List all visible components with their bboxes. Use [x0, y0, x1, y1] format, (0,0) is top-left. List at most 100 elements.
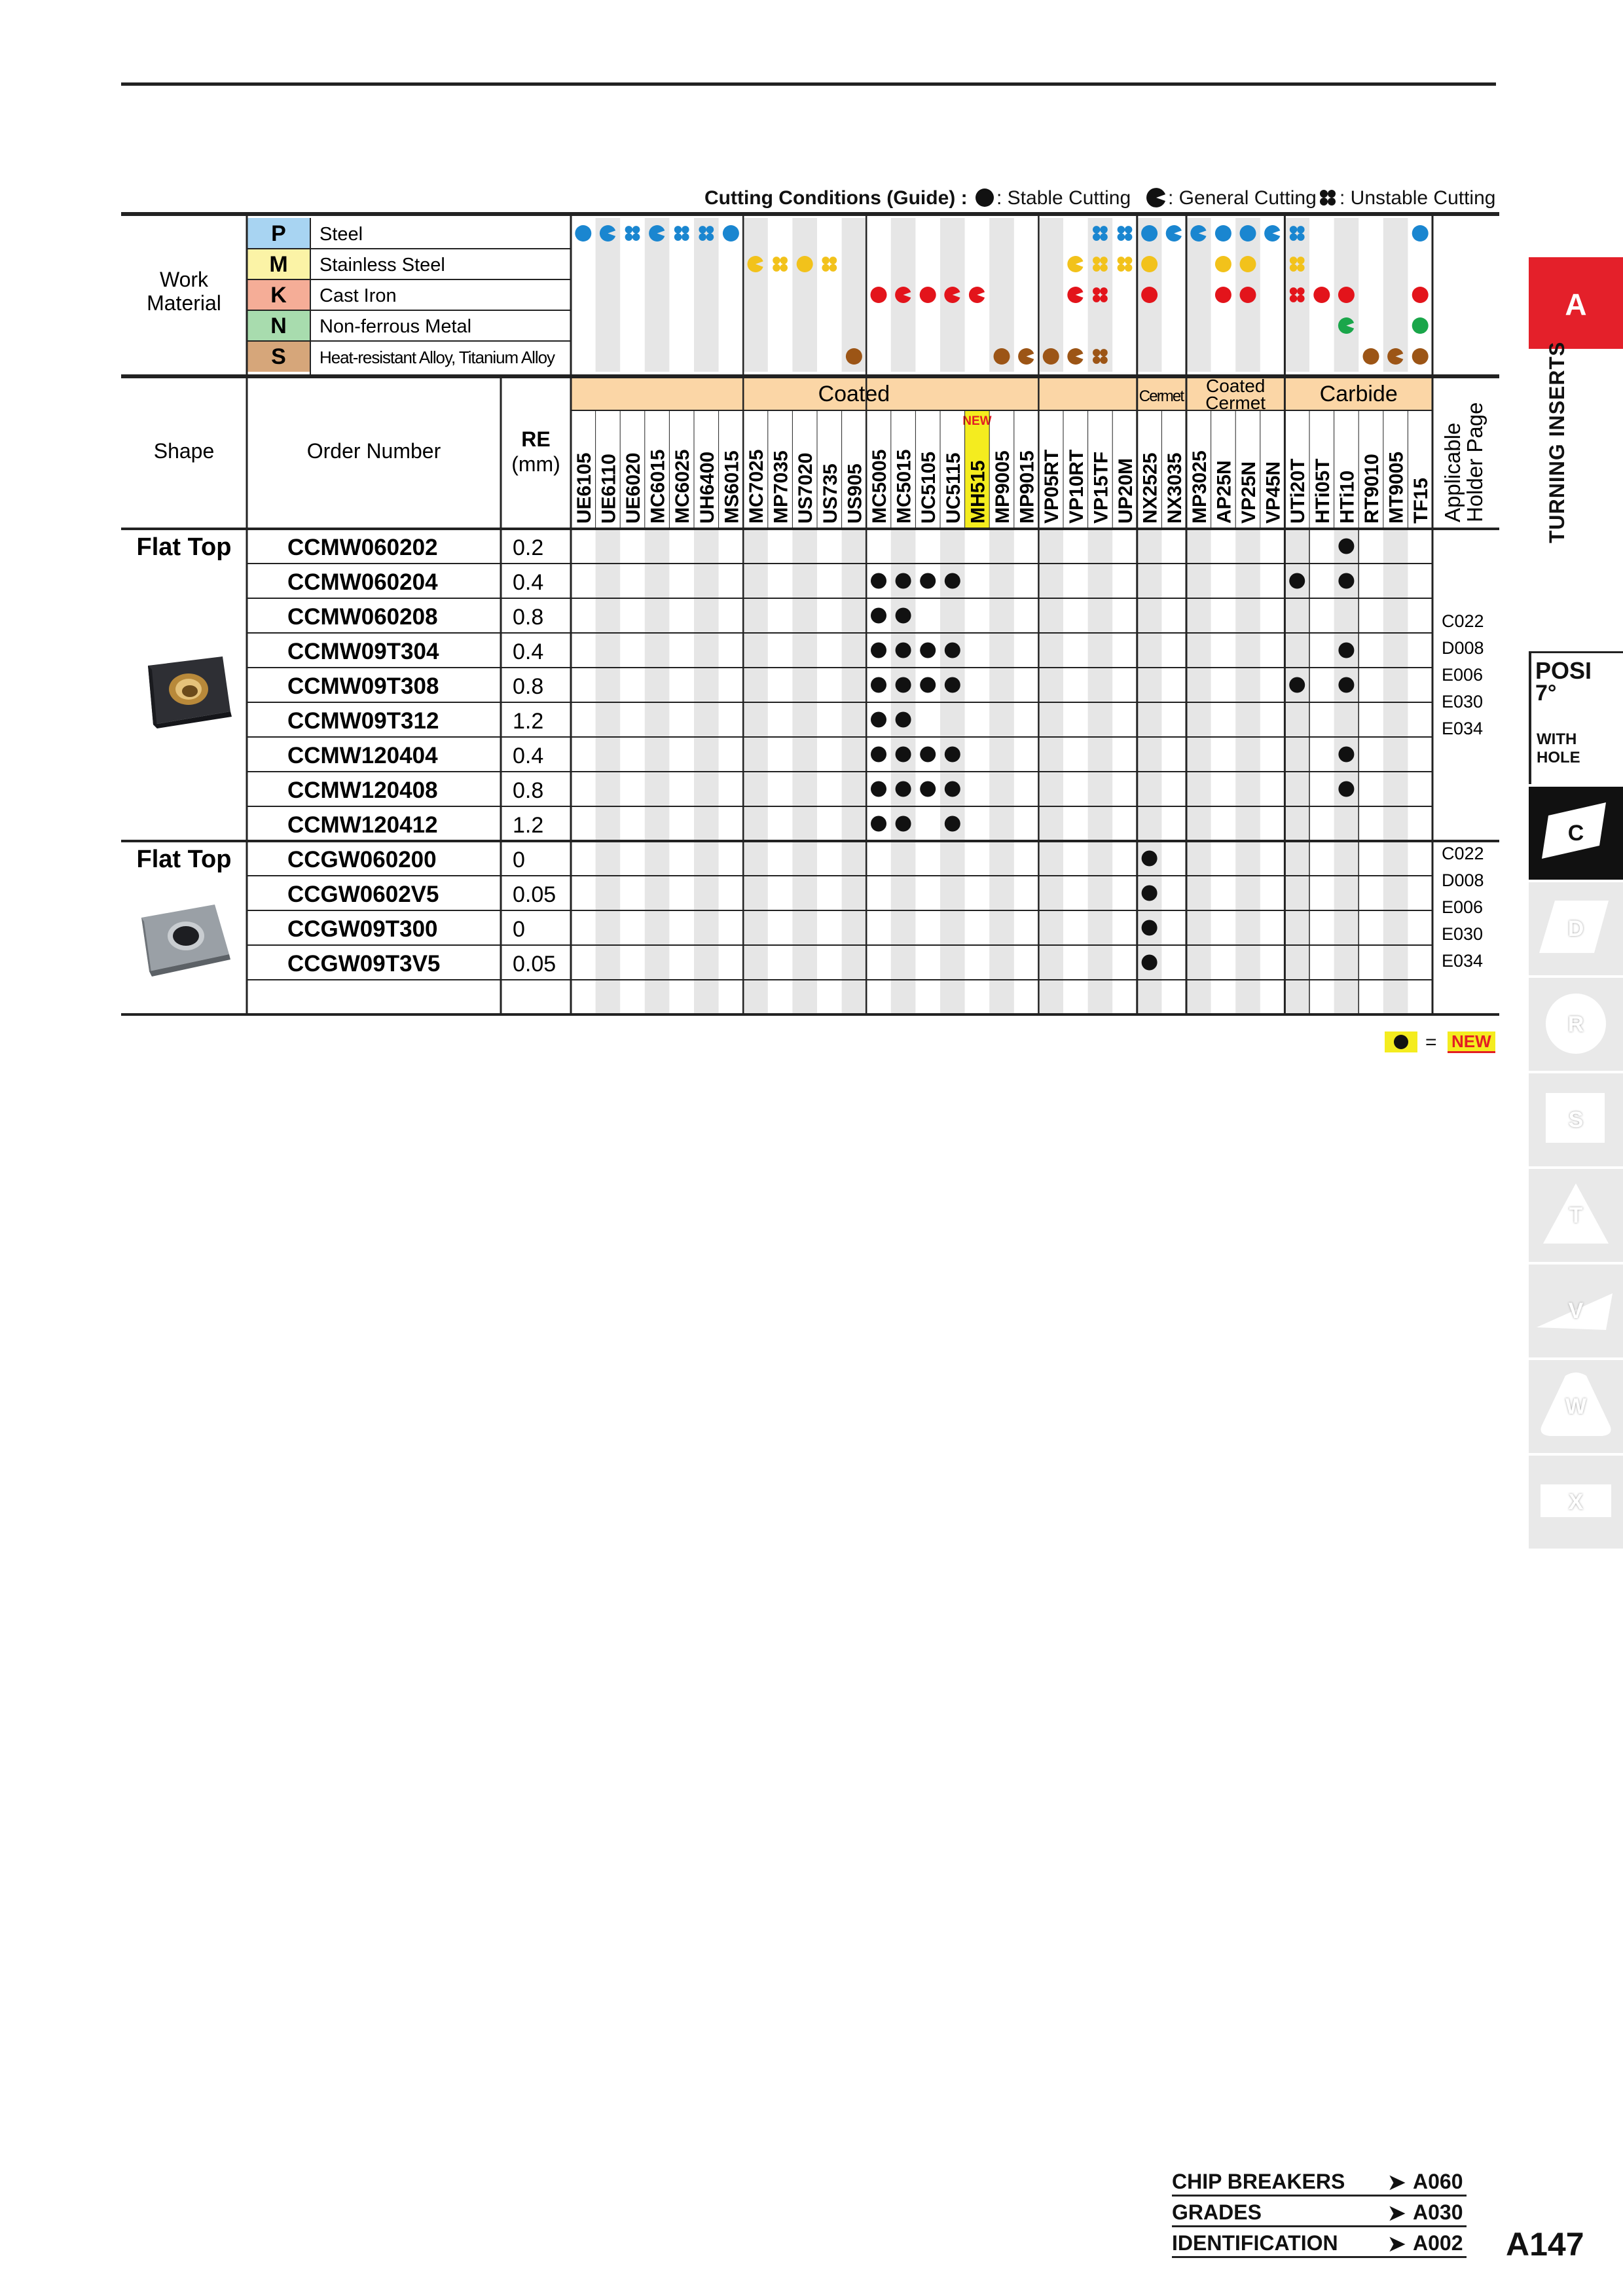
shape-tab-s[interactable]: S: [1529, 1073, 1623, 1169]
material-name: Steel: [319, 224, 363, 245]
unstable-mark: [699, 233, 706, 241]
shape-tab-w[interactable]: W: [1529, 1360, 1623, 1456]
stable-mark: [1141, 256, 1158, 272]
material-code-cell: [247, 249, 310, 279]
stable-mark: [1214, 287, 1231, 303]
shape-tab-v[interactable]: V: [1529, 1265, 1623, 1360]
stable-mark: [1313, 287, 1330, 303]
unstable-mark: [1289, 226, 1298, 234]
unstable-mark: [1117, 226, 1125, 234]
shape-tab-r[interactable]: R: [1529, 978, 1623, 1073]
stable-mark: [1239, 225, 1256, 242]
posi-label: POSI: [1535, 657, 1592, 684]
holder-page: E030: [1442, 692, 1483, 711]
grade-group-label: Carbide: [1320, 382, 1398, 406]
grade-name: MC7025: [746, 450, 767, 524]
section-tab-a[interactable]: A: [1529, 257, 1623, 351]
ref-chip-breakers[interactable]: CHIP BREAKERS ➤ A060: [1172, 2168, 1467, 2197]
shape-w-icon: [1541, 1372, 1611, 1436]
grade-availability-mark: [871, 746, 886, 762]
grade-availability-mark: [1289, 573, 1305, 589]
ref-identification[interactable]: IDENTIFICATION ➤ A002: [1172, 2230, 1467, 2258]
work-material-label: Work: [160, 268, 209, 291]
ref-label: IDENTIFICATION: [1172, 2231, 1338, 2255]
grade-availability-mark: [1338, 642, 1355, 658]
posi-angle: 7°: [1535, 681, 1557, 706]
grade-group-label: Coated: [818, 382, 890, 406]
re-value: 0.05: [513, 952, 556, 977]
shape-tab-c[interactable]: C: [1529, 787, 1623, 882]
unstable-mark: [1093, 295, 1101, 302]
holder-page: E006: [1442, 897, 1483, 917]
section-title: TURNING INSERTS: [1545, 341, 1569, 543]
stable-mark: [1412, 348, 1429, 365]
shape-tab-label: V: [1568, 1299, 1584, 1323]
order-number: CCMW120408: [287, 778, 438, 803]
unstable-mark: [682, 226, 689, 234]
shape-tab-d[interactable]: D: [1529, 882, 1623, 978]
ref-label: CHIP BREAKERS: [1172, 2170, 1345, 2193]
unstable-mark: [773, 257, 780, 264]
order-number: CCMW09T312: [287, 708, 439, 734]
general-mark: [895, 287, 911, 303]
with-hole-tab[interactable]: WITH HOLE: [1529, 719, 1623, 784]
holder-page: D008: [1442, 870, 1484, 890]
grade-name: MT9005: [1386, 452, 1408, 524]
grade-availability-mark: [944, 642, 960, 658]
grade-stripe: [743, 218, 768, 372]
unstable-mark: [1100, 295, 1108, 302]
re-header: RE: [521, 427, 550, 451]
grade-name: TF15: [1410, 478, 1432, 524]
grade-name: VP10RT: [1066, 450, 1087, 524]
order-number: CCMW120412: [287, 812, 438, 838]
re-value: 0: [513, 917, 525, 942]
grade-stripe: [1285, 218, 1309, 372]
general-mark: [1190, 225, 1207, 242]
unstable-mark: [1289, 233, 1298, 241]
grade-name: MP3025: [1189, 450, 1211, 524]
stable-mark: [993, 348, 1010, 365]
holder-page-header: Holder Page: [1463, 403, 1487, 522]
grade-name: HTi05T: [1312, 459, 1334, 524]
grade-availability-mark: [1338, 746, 1355, 762]
order-number: CCGW060200: [287, 847, 437, 872]
grade-name: VP45N: [1263, 461, 1285, 524]
grade-name: UE6105: [574, 453, 595, 524]
unstable-mark: [1297, 287, 1305, 295]
grade-name: US905: [844, 463, 866, 524]
unstable-mark: [1093, 257, 1101, 264]
holder-page: E034: [1442, 719, 1483, 738]
shape-v-icon: [1537, 1293, 1613, 1330]
material-code-cell: [247, 218, 310, 249]
stable-mark: [796, 256, 813, 272]
grade-availability-mark: [1338, 677, 1355, 693]
posi-tab[interactable]: POSI 7°: [1529, 651, 1623, 719]
grade-stripe: [890, 218, 916, 372]
general-mark: [944, 287, 960, 303]
grade-availability-mark: [895, 642, 911, 658]
shape-label: Flat Top: [137, 533, 232, 561]
shape-tab-x[interactable]: X: [1529, 1456, 1623, 1551]
ref-page: A060: [1413, 2170, 1463, 2193]
unstable-mark: [1100, 226, 1108, 234]
grade-stripe: [1087, 218, 1113, 372]
material-code-cell: [247, 341, 310, 372]
grade-availability-mark: [871, 607, 886, 624]
page-number: A147: [1506, 2226, 1584, 2263]
ref-grades[interactable]: GRADES ➤ A030: [1172, 2199, 1467, 2227]
grade-name: UC5105: [918, 452, 939, 524]
material-code: K: [270, 283, 287, 308]
unstable-mark: [706, 226, 714, 234]
legend-title: Cutting Conditions (Guide) :: [704, 187, 968, 209]
shape-tab-t[interactable]: T: [1529, 1169, 1623, 1265]
unstable-mark: [1117, 257, 1125, 264]
holder-page: E030: [1442, 924, 1483, 944]
shape-tab-label: D: [1567, 916, 1584, 941]
general-mark: [1067, 287, 1084, 303]
grade-name: NX3035: [1164, 453, 1186, 524]
shape-s-icon: [1546, 1093, 1605, 1143]
unstable-mark: [706, 233, 714, 241]
grade-group-label: Coated: [1206, 376, 1265, 396]
grade-name: MC5015: [894, 450, 915, 524]
